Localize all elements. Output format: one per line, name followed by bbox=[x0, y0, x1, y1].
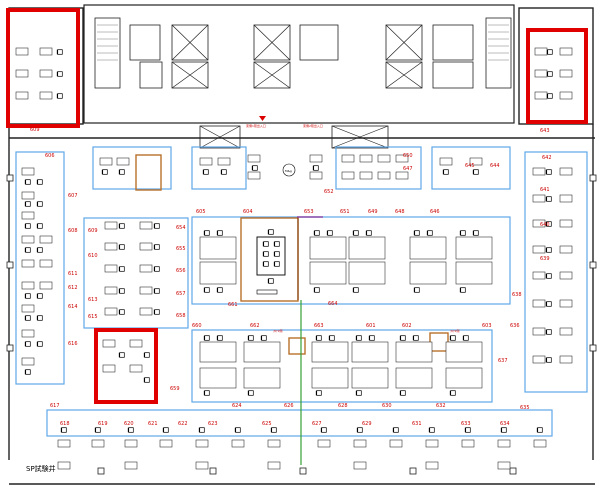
room-label: 640 bbox=[540, 222, 550, 228]
building-core: 東側1階出入口 東側2階出入口 bbox=[83, 4, 515, 149]
room-label: 639 bbox=[540, 256, 550, 262]
highlight-boxes bbox=[6, 8, 588, 404]
room-label: 625 bbox=[262, 421, 272, 427]
room-label: 618 bbox=[60, 421, 70, 427]
room-label: 634 bbox=[500, 421, 510, 427]
room-labels: 609 606 607 608 609 610 611 612 613 614 615 616 617 6… bbox=[30, 127, 552, 427]
room-label: 610 bbox=[88, 253, 98, 259]
room-label: 615 bbox=[88, 314, 98, 320]
room-label: 601 bbox=[366, 323, 376, 329]
room-label: 645 bbox=[465, 163, 475, 169]
room-label: 637 bbox=[498, 358, 508, 364]
room-label: 641 bbox=[540, 187, 550, 193]
room-label: 604 bbox=[243, 209, 253, 215]
room-label: 613 bbox=[88, 297, 98, 303]
room-label: 621 bbox=[148, 421, 158, 427]
room-label: 652 bbox=[324, 189, 334, 195]
room-label: 630 bbox=[382, 403, 392, 409]
room-label: 606 bbox=[45, 153, 55, 159]
room-label: 627 bbox=[312, 421, 322, 427]
room-label: 648 bbox=[395, 209, 405, 215]
room-label: 656 bbox=[176, 268, 186, 274]
room-label: 638 bbox=[512, 292, 522, 298]
room-label: 617 bbox=[50, 403, 60, 409]
room-label: 626 bbox=[284, 403, 294, 409]
room-label: 623 bbox=[208, 421, 218, 427]
fixtures: M&g ﾌﾛｱ1側 ﾌﾛｱ2側 bbox=[273, 163, 459, 333]
room-label: 644 bbox=[490, 163, 500, 169]
room-label: 664 bbox=[328, 301, 338, 307]
room-label: 642 bbox=[542, 155, 552, 161]
room-label: 651 bbox=[340, 209, 350, 215]
room-label: 660 bbox=[192, 323, 202, 329]
room-label: 659 bbox=[170, 386, 180, 392]
room-label: 658 bbox=[176, 313, 186, 319]
core-note-2: 東側2階出入口 bbox=[303, 123, 323, 128]
room-label: 622 bbox=[178, 421, 188, 427]
shaft-label: SP試験井 bbox=[26, 464, 56, 473]
room-label: 636 bbox=[510, 323, 520, 329]
room-label: 605 bbox=[196, 209, 206, 215]
room-label: 611 bbox=[68, 271, 78, 277]
room-label: 624 bbox=[232, 403, 242, 409]
room-label: 602 bbox=[402, 323, 412, 329]
room-label: 643 bbox=[540, 128, 550, 134]
room-label: 655 bbox=[176, 246, 186, 252]
room-label: 663 bbox=[314, 323, 324, 329]
room-label: 609 bbox=[30, 127, 40, 133]
room-label: 662 bbox=[250, 323, 260, 329]
room-label: 635 bbox=[520, 405, 530, 411]
exterior-columns bbox=[6, 174, 597, 475]
meeting-table bbox=[256, 229, 286, 295]
room-label: 646 bbox=[430, 209, 440, 215]
tag-b: ﾌﾛｱ2側 bbox=[450, 328, 459, 333]
circle-label: M&g bbox=[285, 169, 292, 173]
room-label: 649 bbox=[368, 209, 378, 215]
room-label: 628 bbox=[338, 403, 348, 409]
room-label: 603 bbox=[482, 323, 492, 329]
room-label: 609 bbox=[88, 228, 98, 234]
room-label: 616 bbox=[68, 341, 78, 347]
room-label: 614 bbox=[68, 304, 78, 310]
room-label: 650 bbox=[403, 153, 413, 159]
room-label: 632 bbox=[436, 403, 446, 409]
room-label: 654 bbox=[176, 225, 186, 231]
room-label: 647 bbox=[403, 166, 413, 172]
desk-clusters bbox=[15, 47, 573, 470]
room-label: 612 bbox=[68, 285, 78, 291]
core-note-1: 東側1階出入口 bbox=[246, 123, 266, 128]
corridor-lines bbox=[297, 216, 323, 465]
tag-a: ﾌﾛｱ1側 bbox=[273, 328, 282, 333]
room-label: 631 bbox=[412, 421, 422, 427]
room-label: 607 bbox=[68, 193, 78, 199]
room-label: 619 bbox=[98, 421, 108, 427]
room-label: 633 bbox=[461, 421, 471, 427]
room-label: 620 bbox=[124, 421, 134, 427]
room-label: 629 bbox=[362, 421, 372, 427]
room-label: 653 bbox=[304, 209, 314, 215]
room-label: 608 bbox=[68, 228, 78, 234]
room-label: 657 bbox=[176, 291, 186, 297]
room-label: 661 bbox=[228, 302, 238, 308]
